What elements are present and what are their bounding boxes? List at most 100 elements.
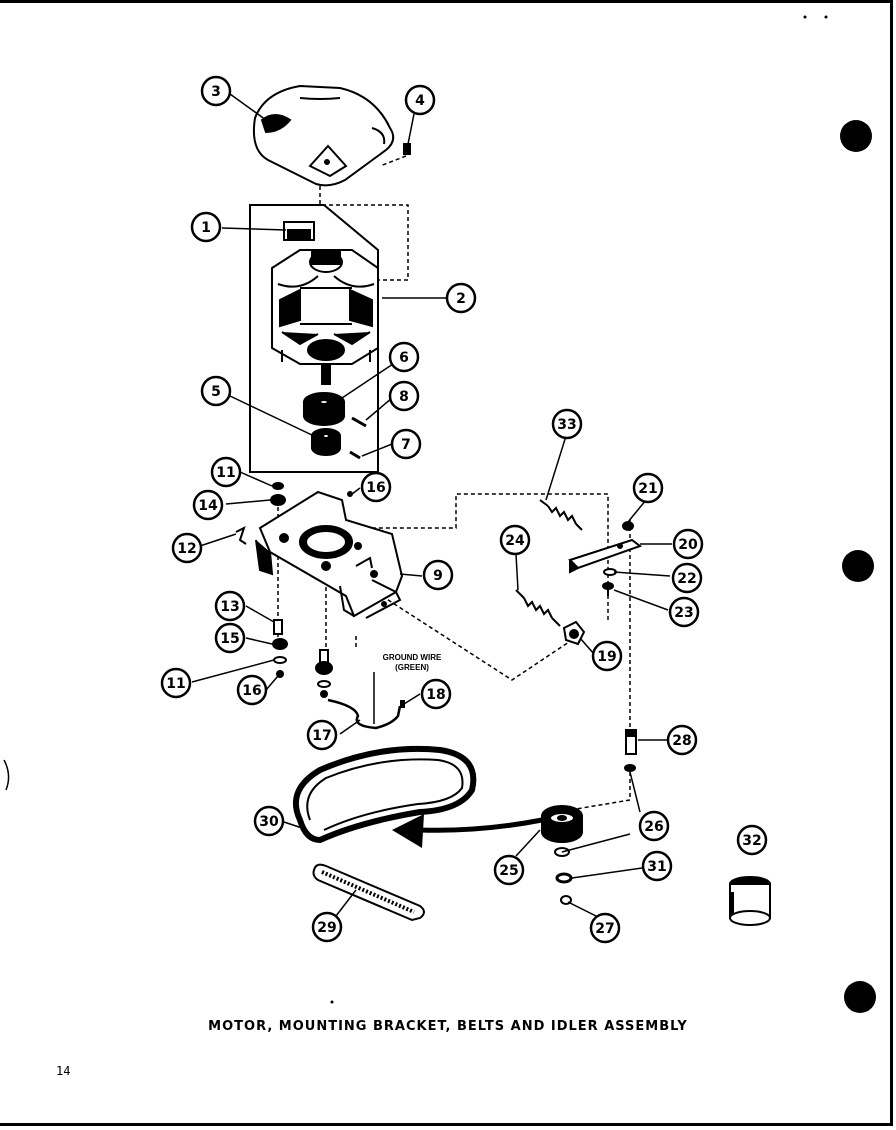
- callout-32: 32: [736, 824, 768, 856]
- callout-4: 4: [404, 84, 436, 116]
- motor-pulley-part: [303, 392, 345, 426]
- grommet-part-15: [272, 638, 288, 650]
- svg-text:11: 11: [166, 676, 185, 692]
- callout-8: 8: [388, 380, 420, 412]
- svg-text:30: 30: [259, 814, 279, 830]
- idler-pulley-part-25: [541, 805, 583, 843]
- callout-11-upper: 11: [210, 456, 242, 488]
- callout-1: 1: [190, 211, 222, 243]
- ground-wire-part-17: [327, 698, 402, 730]
- svg-text:32: 32: [742, 833, 761, 849]
- svg-text:12: 12: [177, 541, 196, 557]
- svg-text:27: 27: [595, 921, 614, 937]
- svg-text:25: 25: [499, 863, 518, 879]
- callout-2: 2: [445, 282, 477, 314]
- ground-wire-label-line2: (GREEN): [395, 663, 429, 672]
- callout-29: 29: [311, 911, 343, 943]
- svg-text:18: 18: [426, 687, 445, 703]
- callout-3: 3: [200, 75, 232, 107]
- washer-part-11-lower: [273, 656, 287, 664]
- svg-text:28: 28: [672, 733, 691, 749]
- idler-spring-part-33: [539, 499, 583, 531]
- svg-text:33: 33: [557, 417, 576, 433]
- callout-16-upper: 16: [360, 471, 392, 503]
- callout-20: 20: [672, 528, 704, 560]
- callout-13: 13: [214, 590, 246, 622]
- pulley-pin-part: [351, 416, 367, 428]
- callout-11-lower: 11: [160, 667, 192, 699]
- callout-15: 15: [214, 622, 246, 654]
- svg-text:11: 11: [216, 465, 235, 481]
- diagram-caption: MOTOR, MOUNTING BRACKET, BELTS AND IDLER…: [208, 1019, 688, 1034]
- svg-text:9: 9: [433, 568, 443, 584]
- callout-24: 24: [499, 524, 531, 556]
- motor-cover-part: [252, 84, 395, 187]
- callout-7: 7: [390, 428, 422, 460]
- callout-28: 28: [666, 724, 698, 756]
- cogged-belt-part-29: [312, 863, 425, 922]
- idler-shaft-part-28: [625, 729, 637, 755]
- drive-belt-part-30: [293, 745, 477, 844]
- motor-mounting-bracket-part: [255, 490, 404, 619]
- callout-19: 19: [591, 640, 623, 672]
- callout-9: 9: [422, 559, 454, 591]
- svg-text:7: 7: [401, 437, 411, 453]
- svg-text:22: 22: [677, 571, 696, 587]
- callout-26: 26: [638, 810, 670, 842]
- svg-text:24: 24: [505, 533, 525, 549]
- motor-assembly-outline: [249, 204, 379, 473]
- svg-text:16: 16: [366, 480, 385, 496]
- center-mount-hardware: [315, 649, 333, 698]
- drive-motor-part: [271, 249, 379, 385]
- ground-wire-label-line1: GROUND WIRE: [383, 653, 442, 662]
- set-screw-part: [349, 450, 361, 460]
- washer-part-26: [624, 764, 636, 772]
- callout-22: 22: [671, 562, 703, 594]
- bolt-part-23: [602, 582, 614, 596]
- callout-21: 21: [632, 472, 664, 504]
- svg-text:29: 29: [317, 920, 336, 936]
- ground-clip-part-12: [235, 526, 247, 545]
- callout-leader-lines: [191, 93, 672, 919]
- svg-text:6: 6: [399, 350, 409, 366]
- ground-screw-part-18: [400, 700, 405, 708]
- callout-31: 31: [641, 850, 673, 882]
- callout-16-lower: 16: [236, 674, 268, 706]
- nut-part-21: [622, 521, 634, 531]
- capacitor-part-32: [729, 876, 771, 926]
- callout-30: 30: [253, 805, 285, 837]
- callout-17: 17: [306, 719, 338, 751]
- callout-25: 25: [493, 854, 525, 886]
- nut-part-16-upper: [347, 491, 353, 497]
- washer-part-31: [555, 872, 573, 884]
- washer-part-11-upper: [272, 482, 284, 490]
- svg-text:3: 3: [211, 84, 221, 100]
- idler-arm-part-20: [568, 538, 643, 574]
- spacer-part-13: [273, 619, 283, 635]
- direction-arrow: [419, 817, 543, 833]
- callout-33: 33: [551, 408, 583, 440]
- svg-text:2: 2: [456, 291, 466, 307]
- svg-text:8: 8: [399, 389, 409, 405]
- binder-hole-middle: [842, 550, 874, 582]
- callout-5: 5: [200, 375, 232, 407]
- svg-text:26: 26: [644, 819, 663, 835]
- cover-screw-part: [403, 143, 411, 155]
- svg-text:13: 13: [220, 599, 239, 615]
- idler-spring-part-24: [515, 589, 561, 627]
- grommet-part-14: [270, 494, 286, 506]
- svg-text:1: 1: [201, 220, 211, 236]
- callout-23: 23: [668, 596, 700, 628]
- callout-14: 14: [192, 489, 224, 521]
- motor-switch-part: [283, 221, 315, 241]
- svg-text:16: 16: [242, 683, 261, 699]
- idler-bracket-part-19: [562, 620, 586, 646]
- callout-6: 6: [388, 341, 420, 373]
- callout-27: 27: [589, 912, 621, 944]
- page-number: 14: [56, 1064, 71, 1078]
- small-pulley-part: [311, 428, 341, 456]
- callout-12: 12: [171, 532, 203, 564]
- binder-hole-top: [840, 120, 872, 152]
